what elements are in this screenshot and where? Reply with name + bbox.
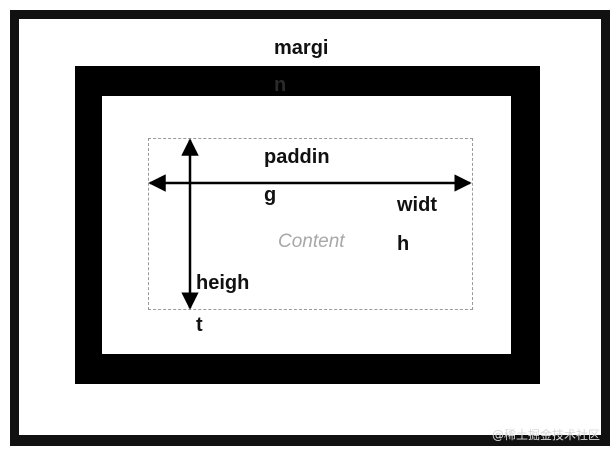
margin-label-line1: margi — [274, 37, 329, 59]
width-label-line2: h — [397, 233, 410, 255]
height-label-line2: t — [196, 314, 203, 336]
content-box — [148, 138, 473, 310]
width-label-line1: widt — [397, 194, 437, 216]
watermark: @稀土掘金技术社区 — [491, 428, 600, 442]
content-label: Content — [278, 231, 345, 252]
height-label-line1: heigh — [196, 272, 250, 294]
margin-label-line2: n — [274, 74, 287, 96]
padding-label-line1: paddin — [264, 146, 330, 168]
padding-area — [102, 96, 511, 354]
